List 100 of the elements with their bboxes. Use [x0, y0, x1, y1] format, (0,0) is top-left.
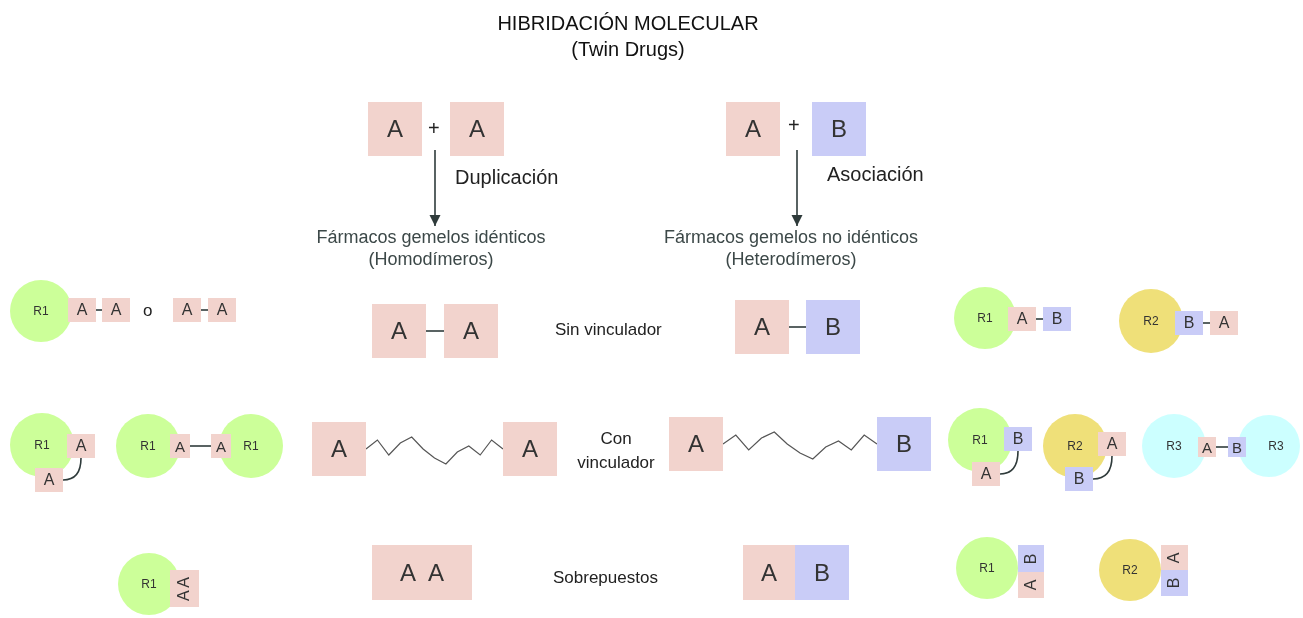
fragment-letter: A	[1165, 552, 1184, 563]
receptor-label: R1	[977, 311, 993, 325]
connector-line	[62, 457, 82, 481]
fragment-box	[173, 298, 201, 322]
arrow	[791, 149, 803, 227]
fragment-box	[1210, 311, 1238, 335]
connector-line	[788, 326, 807, 328]
fragment-box	[35, 468, 63, 492]
fragment-letter: A	[522, 435, 538, 463]
fragment-box	[1175, 311, 1203, 335]
fragment-letter: B	[1022, 553, 1040, 564]
fragment-letter: B	[1183, 314, 1195, 332]
connector-line	[95, 309, 103, 311]
receptor-label: R1	[141, 577, 157, 591]
connector-line	[1202, 322, 1211, 324]
fragment-letter: A	[110, 301, 122, 319]
fragment-box	[1161, 545, 1188, 570]
fragment-letter: A	[331, 435, 347, 463]
receptor-label: R2	[1143, 314, 1159, 328]
fragment-box	[806, 300, 860, 354]
arrow	[429, 149, 441, 227]
fragment-letter: A	[387, 115, 403, 143]
connector-line	[1092, 455, 1113, 480]
caption-text: Fármacos gemelos idénticos (Homodímeros)	[301, 226, 561, 270]
edge-label: Asociación	[827, 163, 924, 186]
receptor-label: R3	[1166, 439, 1182, 453]
fragment-box	[877, 417, 931, 471]
connector-line	[999, 450, 1019, 475]
fragment-letter: A A	[399, 558, 444, 587]
fragment-letter: A	[463, 317, 479, 345]
receptor-label: R1	[243, 439, 259, 453]
fragment-box	[1198, 437, 1216, 457]
fragment-letter: A	[75, 437, 87, 455]
fragment-box	[312, 422, 366, 476]
fragment-letter: B	[814, 558, 830, 587]
fragment-letter: A	[43, 471, 55, 489]
fragment-box	[170, 434, 190, 458]
caption-text: Fármacos gemelos no idénticos (Heterodímeros)	[641, 226, 941, 270]
fragment-letter: A	[1022, 579, 1040, 591]
receptor-label: R1	[979, 561, 995, 575]
fragment-box	[68, 298, 96, 322]
fragment-letter: B	[1012, 430, 1024, 448]
fragment-letter: A	[469, 115, 485, 143]
fragment-letter: A	[391, 317, 407, 345]
fragment-box	[1098, 432, 1126, 456]
linker-line	[722, 431, 878, 460]
fragment-letter: A	[1106, 435, 1118, 453]
fragment-letter: A	[1218, 314, 1230, 332]
fragment-letter: B	[831, 115, 847, 143]
connector-line	[425, 330, 445, 332]
fragment-box	[450, 102, 504, 156]
fragment-letter: A	[761, 558, 777, 587]
fragment-letter: A	[175, 437, 185, 455]
fragment-letter: A	[1016, 310, 1028, 328]
fragment-box	[795, 545, 849, 600]
row-label: Sobrepuestos	[553, 567, 658, 589]
fragment-box	[669, 417, 723, 471]
fragment-box	[1008, 307, 1036, 331]
linker-line	[365, 436, 504, 465]
fragment-box	[726, 102, 780, 156]
connector-line	[1035, 318, 1044, 320]
receptor-label: R1	[34, 438, 50, 452]
fragment-letter: A	[216, 437, 226, 455]
fragment-box	[1065, 467, 1093, 491]
connector-line	[200, 309, 209, 311]
connector-line	[1215, 446, 1229, 448]
receptor-label: R2	[1067, 439, 1083, 453]
fragment-box	[372, 545, 472, 600]
fragment-letter: A	[745, 115, 761, 143]
fragment-box	[102, 298, 130, 322]
fragment-box	[1228, 437, 1246, 457]
receptor-label: R3	[1268, 439, 1284, 453]
fragment-box	[1161, 570, 1188, 596]
fragment-letter: A	[1202, 438, 1212, 456]
fragment-letter: A	[688, 430, 704, 458]
fragment-box	[503, 422, 557, 476]
fragment-box	[211, 434, 231, 458]
fragment-box	[208, 298, 236, 322]
fragment-letter: A	[181, 301, 193, 319]
fragment-box	[812, 102, 866, 156]
fragment-box	[972, 462, 1000, 486]
fragment-box	[368, 102, 422, 156]
fragment-box	[1043, 307, 1071, 331]
edge-label: Duplicación	[455, 166, 559, 189]
fragment-box	[170, 570, 199, 607]
row-label: Con vinculador	[576, 428, 656, 474]
fragment-letter: A	[216, 301, 228, 319]
fragment-box	[1018, 572, 1044, 598]
fragment-letter: A	[76, 301, 88, 319]
receptor-label: R1	[972, 433, 988, 447]
fragment-box	[444, 304, 498, 358]
fragment-letter: A	[980, 465, 992, 483]
receptor-label: R2	[1122, 563, 1138, 577]
fragment-letter: B	[825, 313, 841, 341]
or-label: o	[143, 300, 153, 322]
connector-line	[189, 445, 212, 447]
plus-sign: +	[428, 116, 440, 140]
fragment-box	[1004, 427, 1032, 451]
fragment-letter: B	[1051, 310, 1063, 328]
fragment-box	[1018, 545, 1044, 572]
